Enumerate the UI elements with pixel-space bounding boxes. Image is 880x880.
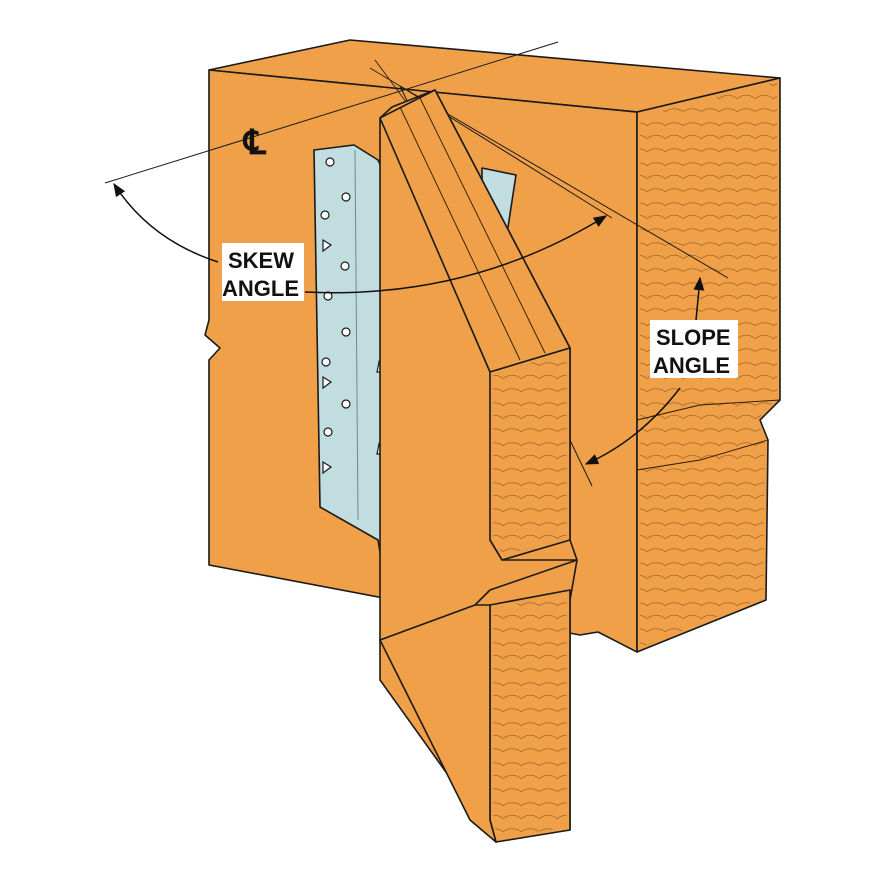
- hole-icon: [321, 357, 331, 367]
- joist-end-grain-lower: [493, 594, 567, 838]
- header-centerline: [399, 85, 729, 279]
- hole-icon: [320, 210, 330, 220]
- hole-icon: [323, 427, 333, 437]
- centerline-symbol: ℄: [242, 123, 267, 163]
- hole-icon: [325, 157, 335, 167]
- skew-arc-left: [113, 182, 219, 263]
- hanger-bend-line: [354, 149, 359, 521]
- triangle-hole-icon: [322, 238, 333, 253]
- triangle-hole-icon: [322, 460, 333, 475]
- joist-lower-side: [379, 604, 497, 843]
- joist: [379, 89, 578, 843]
- hole-icon: [340, 261, 350, 271]
- slope-arc-top: [693, 276, 705, 321]
- slope-label-line1: SLOPE: [656, 325, 731, 350]
- slope-label-line2: ANGLE: [653, 353, 730, 378]
- centerline: [104, 41, 559, 184]
- joist-break-notch: [474, 539, 578, 606]
- slope-label-bg: [650, 320, 738, 378]
- skew-label-line1: SKEW: [228, 248, 294, 273]
- slope-arc-bottom: [584, 387, 681, 465]
- skew-arc-right: [304, 215, 608, 294]
- triangle-hole-icon: [322, 375, 333, 390]
- joist-end-grain-upper: [493, 351, 567, 556]
- joist-top-ridge: [399, 106, 521, 361]
- skew-angle-arc: [113, 182, 608, 294]
- header-break-notch: [636, 399, 781, 421]
- joist-top-ridge-2: [419, 97, 546, 354]
- skew-label-line2: ANGLE: [222, 276, 299, 301]
- hole-icon: [341, 327, 351, 337]
- skew-label-bg: [222, 243, 304, 301]
- slope-angle-arc: [584, 276, 705, 465]
- hole-icon: [341, 399, 351, 409]
- header-break-notch-2: [636, 439, 769, 471]
- hole-icon: [341, 192, 351, 202]
